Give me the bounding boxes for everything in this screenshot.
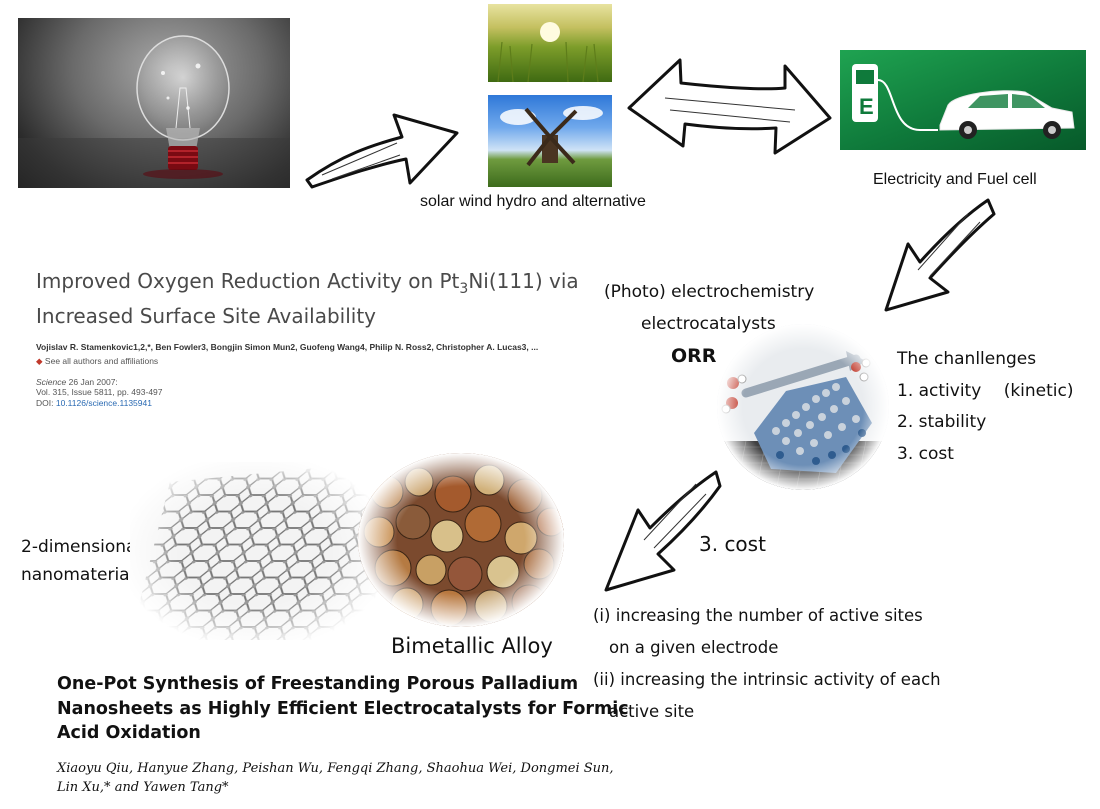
- center-line2: electrocatalysts: [641, 314, 776, 334]
- challenges-title: The chanllenges: [897, 349, 1037, 369]
- sketch-arrow-down-left: [884, 198, 996, 312]
- paper1-journal-date: Science 26 Jan 2007:: [36, 376, 118, 387]
- cost-label: 3. cost: [699, 532, 766, 556]
- strategy-2: (ii) increasing the intrinsic activity o…: [593, 670, 941, 689]
- windmill-photo: [488, 95, 612, 187]
- paper1-doi: DOI: 10.1126/science.1135941: [36, 397, 152, 408]
- label-2d-line1: 2-dimensional: [21, 537, 142, 557]
- challenge-stability: 2. stability: [897, 412, 987, 432]
- sketch-arrow-down-left-lower: [604, 470, 722, 592]
- challenges-block: The chanllenges 1. activity (kinetic) 2.…: [897, 344, 1074, 470]
- nanoparticle-illustration: [717, 324, 889, 490]
- paper2-title-line2: Nanosheets as Highly Efficient Electroca…: [57, 698, 629, 719]
- paper2-title-line3: Acid Oxidation: [57, 723, 201, 743]
- sketch-arrow-bidirectional: [627, 58, 832, 155]
- paper2-citation: One-Pot Synthesis of Freestanding Porous…: [57, 672, 629, 797]
- ev-sign-letter: E: [859, 94, 874, 119]
- paper2-authors-line1: Xiaoyu Qiu, Hanyue Zhang, Peishan Wu, Fe…: [57, 760, 614, 776]
- orr-label: ORR: [671, 345, 717, 367]
- label-2d-line2: nanomaterials: [21, 565, 144, 585]
- strategy-1-cont: on a given electrode: [609, 638, 779, 657]
- paper1-volume: Vol. 315, Issue 5811, pp. 493-497: [36, 387, 163, 397]
- center-line1: (Photo) electrochemistry: [604, 282, 815, 302]
- solar-field-photo: [488, 4, 612, 82]
- challenge-cost: 3. cost: [897, 443, 954, 464]
- strategy-2-cont: active site: [609, 702, 695, 721]
- strategies-block: (i) increasing the number of active site…: [593, 600, 941, 728]
- renewables-caption: solar wind hydro and alternative: [420, 193, 646, 210]
- paper1-title: Improved Oxygen Reduction Activity on Pt…: [36, 269, 579, 297]
- sketch-arrow-right: [305, 113, 459, 189]
- graphene-illustration: [130, 462, 380, 640]
- label-2d-materials: 2-dimensional nanomaterials: [21, 533, 143, 589]
- paper1-doi-link[interactable]: 10.1126/science.1135941: [55, 397, 152, 408]
- paper2-title-line1: One-Pot Synthesis of Freestanding Porous…: [57, 674, 579, 694]
- paper1-authors: Vojislav R. Stamenkovic1,2,*, Ben Fowler…: [36, 342, 539, 352]
- paper2-authors-line2: Lin Xu,* and Yawen Tang*: [57, 779, 229, 795]
- paper1-see-all-link[interactable]: ◆ See all authors and affiliations: [36, 356, 159, 366]
- alloy-label: Bimetallic Alloy: [391, 634, 553, 658]
- light-bulb-photo: [18, 18, 290, 188]
- paper1-citation: Improved Oxygen Reduction Activity on Pt…: [36, 268, 579, 408]
- challenge-activity: 1. activity (kinetic): [897, 380, 1074, 401]
- strategy-1: (i) increasing the number of active site…: [593, 606, 923, 625]
- ev-caption: Electricity and Fuel cell: [873, 171, 1037, 188]
- ev-charging-photo: E: [840, 50, 1086, 150]
- coins-photo: [358, 453, 564, 627]
- paper1-title-line2: Increased Surface Site Availability: [36, 304, 377, 328]
